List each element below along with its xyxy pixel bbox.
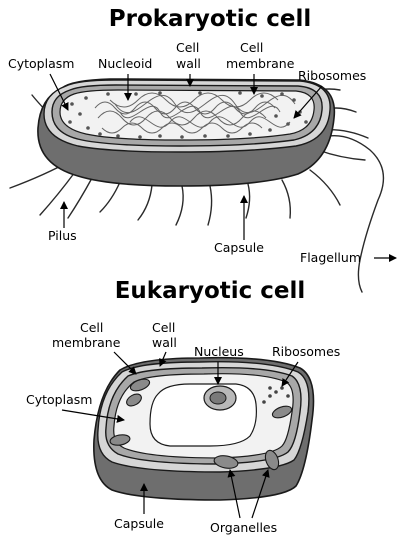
prokaryotic-label-cytoplasm: Cytoplasm bbox=[8, 56, 74, 71]
eukaryotic-label-capsule: Capsule bbox=[114, 516, 164, 531]
prokaryotic-title: Prokaryotic cell bbox=[109, 6, 311, 32]
prokaryotic-label-pilus: Pilus bbox=[48, 228, 77, 243]
prokaryotic-label-cell-wall-2: wall bbox=[176, 56, 201, 71]
eukaryotic-label-cell-wall-1: Cell bbox=[152, 320, 175, 335]
prokaryotic-label-capsule: Capsule bbox=[214, 240, 264, 255]
eukaryotic-label-cytoplasm: Cytoplasm bbox=[26, 392, 92, 407]
eukaryotic-label-cell-wall-2: wall bbox=[152, 335, 177, 350]
prokaryotic-label-nucleoid: Nucleoid bbox=[98, 56, 152, 71]
eukaryotic-title: Eukaryotic cell bbox=[115, 278, 306, 304]
eukaryotic-label-ribosomes: Ribosomes bbox=[272, 344, 340, 359]
eukaryotic-cell-illustration bbox=[93, 356, 315, 501]
prokaryotic-cell-illustration bbox=[9, 78, 385, 293]
eukaryotic-label-nucleus: Nucleus bbox=[194, 344, 244, 359]
eukaryotic-label-cell-membrane-1: Cell bbox=[80, 320, 103, 335]
eukaryotic-label-cell-membrane-2: membrane bbox=[52, 335, 121, 350]
prokaryotic-label-flagellum: Flagellum bbox=[300, 250, 361, 265]
prokaryotic-label-ribosomes: Ribosomes bbox=[298, 68, 366, 83]
prokaryotic-label-cell-wall-1: Cell bbox=[176, 40, 199, 55]
prokaryotic-label-cell-membrane-2: membrane bbox=[226, 56, 295, 71]
prokaryotic-label-cell-membrane-1: Cell bbox=[240, 40, 263, 55]
eukaryotic-label-organelles: Organelles bbox=[210, 520, 277, 535]
